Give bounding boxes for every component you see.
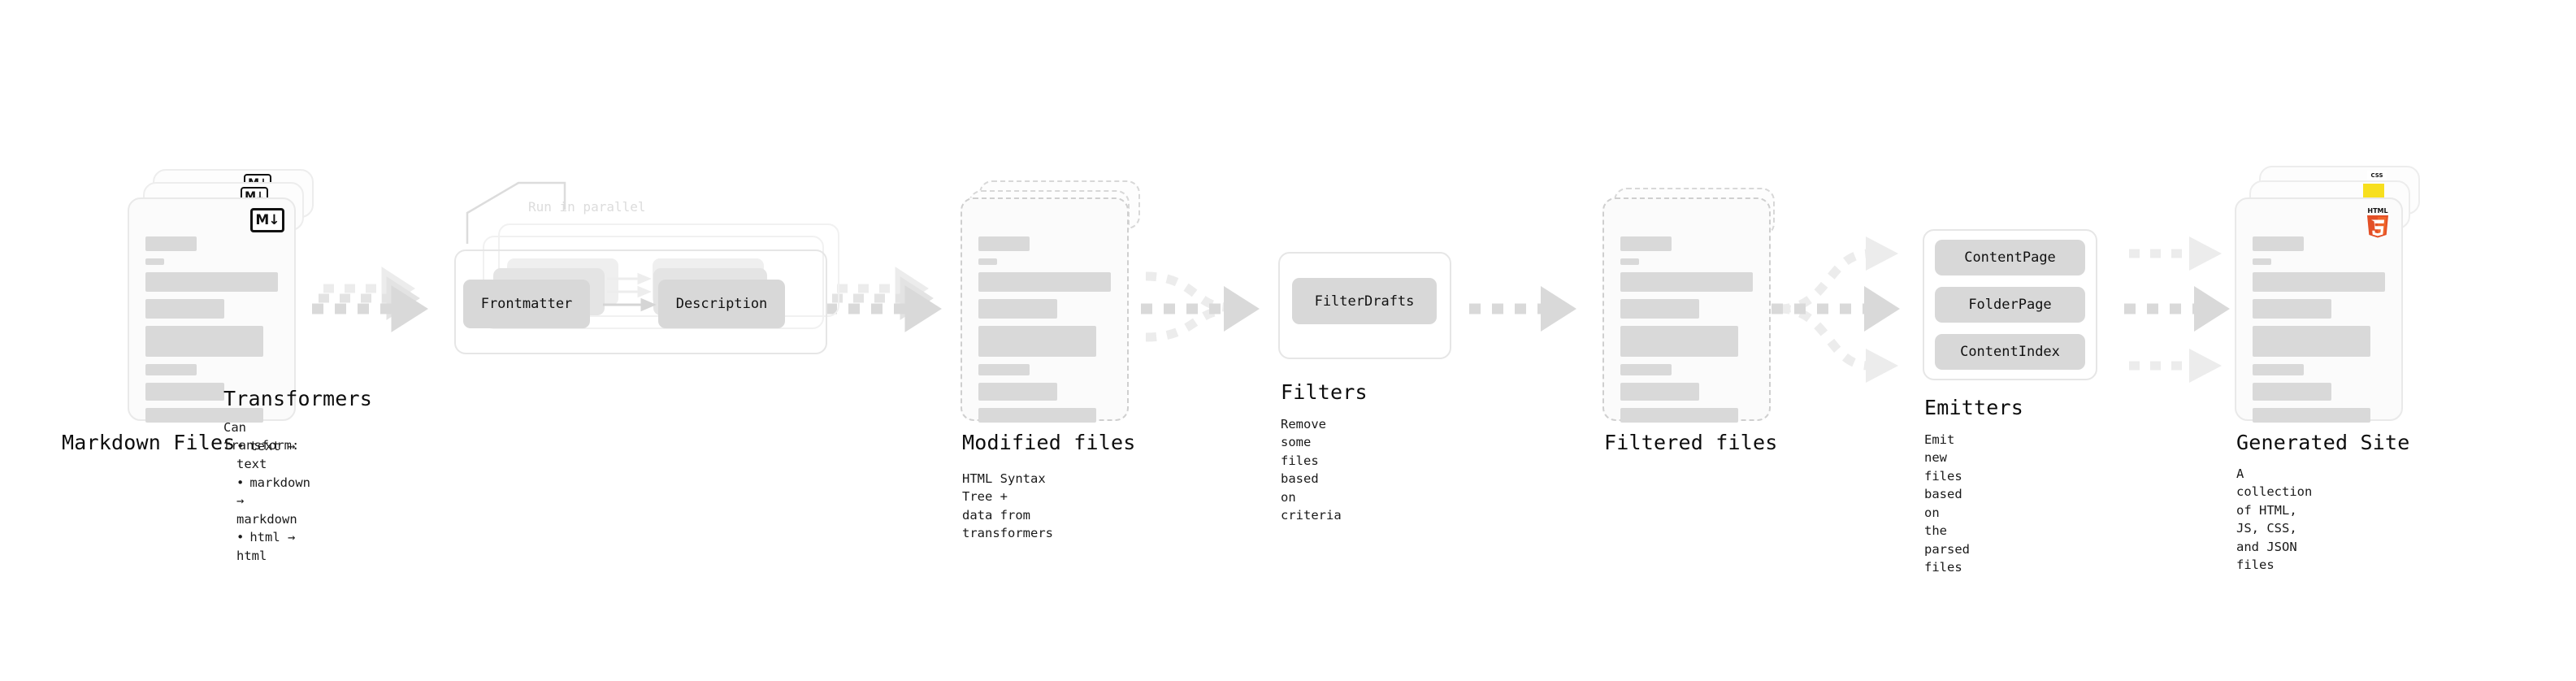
bar xyxy=(1620,272,1753,292)
transformers-bullet-list: text → text markdown → markdown html → h… xyxy=(223,437,310,565)
bar xyxy=(978,272,1111,292)
js-badge xyxy=(2363,184,2384,200)
markdown-card-bars xyxy=(145,236,278,430)
transformers-bullet-1: markdown → markdown xyxy=(236,474,310,528)
markdown-file-card: M↓ xyxy=(128,197,296,423)
stage-title-filtered-files: Filtered files xyxy=(1604,431,1778,454)
emitter-chip-contentindex[interactable]: ContentIndex xyxy=(1935,334,2085,370)
bar xyxy=(978,258,997,265)
bar xyxy=(145,236,197,251)
bar xyxy=(1620,326,1738,357)
modified-files-subtitle: HTML Syntax Tree + data from transformer… xyxy=(962,471,1053,541)
bar xyxy=(978,326,1096,357)
transformer-chip-frontmatter[interactable]: Frontmatter xyxy=(463,280,590,328)
markdown-badge: M↓ xyxy=(250,208,284,232)
transformer-panel xyxy=(454,249,827,354)
generated-site-bars xyxy=(2253,236,2385,430)
bar xyxy=(145,258,164,265)
emitters-subtitle: Emit new files based on the parsed files xyxy=(1924,432,1970,575)
bar xyxy=(1620,408,1738,423)
html5-badge: HTML xyxy=(2364,206,2392,238)
bar xyxy=(2253,236,2304,251)
html5-icon: HTML xyxy=(2367,207,2388,238)
generated-site-subtitle: A collection of HTML, JS, CSS, and JSON … xyxy=(2236,466,2313,573)
bar xyxy=(978,383,1057,401)
modified-file-card xyxy=(961,197,1129,423)
filters-subtitle: Remove some files based on criteria xyxy=(1281,417,1342,523)
stage-title-filters: Filters xyxy=(1281,380,1368,404)
bar xyxy=(2253,383,2331,401)
bar xyxy=(2253,272,2385,292)
bar xyxy=(2253,326,2370,357)
bar xyxy=(978,408,1096,423)
svg-text:HTML: HTML xyxy=(2367,207,2387,215)
emitter-chip-contentpage[interactable]: ContentPage xyxy=(1935,240,2085,275)
emitter-chip-folderpage[interactable]: FolderPage xyxy=(1935,287,2085,323)
run-in-parallel-label: Run in parallel xyxy=(528,199,646,215)
bar xyxy=(2253,364,2304,375)
bar xyxy=(1620,236,1672,251)
generated-site-card: HTML xyxy=(2235,197,2403,423)
bar xyxy=(145,383,224,401)
filters-panel xyxy=(1278,252,1451,359)
transformers-bullet-2: html → html xyxy=(236,528,310,565)
stage-title-transformers: Transformers xyxy=(223,387,373,410)
filtered-file-card xyxy=(1602,197,1771,423)
bar xyxy=(145,408,263,423)
bar xyxy=(145,326,263,357)
bar xyxy=(145,364,197,375)
bar xyxy=(1620,364,1672,375)
bar xyxy=(1620,299,1699,319)
filter-chip-filterdrafts[interactable]: FilterDrafts xyxy=(1292,278,1437,324)
bar xyxy=(2253,258,2271,265)
filtered-card-bars xyxy=(1620,236,1753,430)
bar xyxy=(1620,383,1699,401)
bar xyxy=(978,364,1030,375)
bar xyxy=(145,299,224,319)
stage-title-generated-site: Generated Site xyxy=(2236,431,2410,454)
stage-title-markdown-files: Markdown Files xyxy=(62,431,236,454)
transformer-chip-description[interactable]: Description xyxy=(658,280,785,328)
emitters-panel xyxy=(1923,229,2097,380)
bar xyxy=(978,236,1030,251)
modified-card-bars xyxy=(978,236,1111,430)
stage-title-emitters: Emitters xyxy=(1924,396,2024,419)
bar xyxy=(145,272,278,292)
stage-title-modified-files: Modified files xyxy=(962,431,1136,454)
bar xyxy=(2253,408,2370,423)
transformers-bullet-0: text → text xyxy=(236,437,310,474)
bar xyxy=(2253,299,2331,319)
bar xyxy=(1620,258,1639,265)
bar xyxy=(978,299,1057,319)
